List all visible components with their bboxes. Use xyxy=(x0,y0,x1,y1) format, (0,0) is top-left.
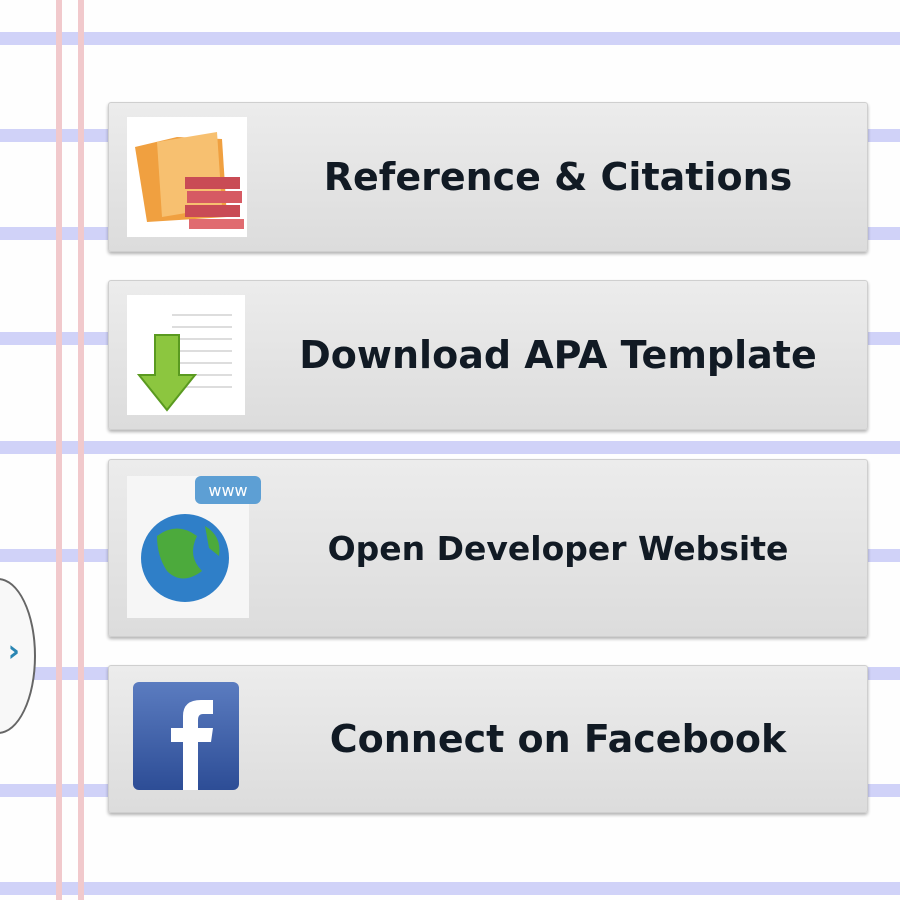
facebook-icon xyxy=(133,682,239,790)
button-label: Reference & Citations xyxy=(323,155,793,199)
svg-text:www: www xyxy=(208,481,247,500)
open-developer-website-button[interactable]: www Open Developer Website xyxy=(108,459,868,637)
button-label: Download APA Template xyxy=(299,333,817,377)
reference-citations-button[interactable]: Reference & Citations xyxy=(108,102,868,252)
download-apa-template-button[interactable]: Download APA Template xyxy=(108,280,868,430)
paper-rule-line xyxy=(0,882,900,895)
button-label: Open Developer Website xyxy=(327,528,789,568)
drawer-handle[interactable]: › xyxy=(0,578,36,734)
download-document-icon xyxy=(127,295,245,415)
paper-rule-line xyxy=(0,32,900,45)
globe-www-icon: www xyxy=(127,476,261,618)
paper-margin-line xyxy=(78,0,84,900)
paper-rule-line xyxy=(0,441,900,454)
chevron-right-icon: › xyxy=(7,634,20,669)
connect-facebook-button[interactable]: Connect on Facebook xyxy=(108,665,868,813)
paper-margin-line xyxy=(56,0,62,900)
button-label: Connect on Facebook xyxy=(329,717,787,761)
folder-books-icon xyxy=(127,117,247,237)
